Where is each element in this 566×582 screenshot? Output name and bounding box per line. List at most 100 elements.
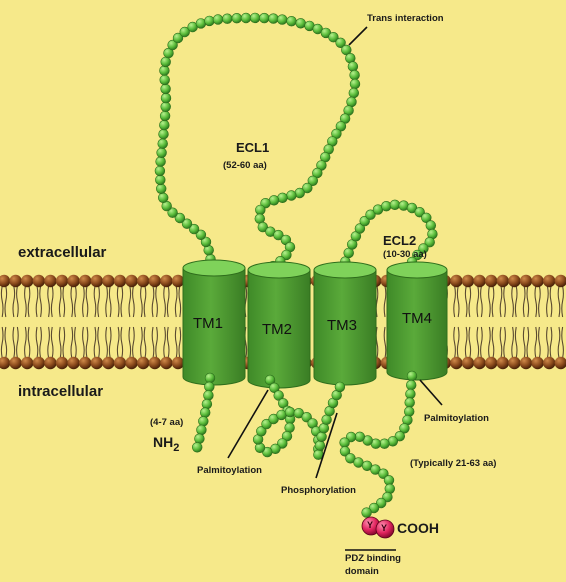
ecl1-length: (52-60 aa) — [223, 161, 267, 171]
cooh-label: COOH — [397, 521, 439, 535]
lipid-head-lower — [520, 357, 532, 369]
amino-acid-bead — [287, 191, 297, 201]
amino-acid-bead — [160, 111, 170, 121]
lipid-head-lower — [125, 357, 137, 369]
lipid-head-lower — [67, 357, 79, 369]
tm4-label: TM4 — [402, 311, 432, 326]
amino-acid-bead — [155, 175, 165, 185]
pdz-bead-2-letter: Y — [381, 524, 387, 533]
lipid-head-upper — [172, 275, 184, 287]
lipid-head-upper — [485, 275, 497, 287]
amino-acid-bead — [157, 148, 167, 158]
pdz-label-line1: PDZ binding — [345, 554, 401, 564]
amino-acid-bead — [158, 193, 168, 203]
pdz-label-line2: domain — [345, 567, 379, 577]
tm1-label: TM1 — [193, 316, 223, 331]
amino-acid-bead — [205, 16, 215, 26]
lipid-head-lower — [531, 357, 543, 369]
palmitoylation-left-label: Palmitoylation — [197, 466, 262, 476]
amino-acid-bead — [350, 79, 360, 89]
amino-acid-bead — [156, 184, 166, 194]
lipid-head-lower — [543, 357, 555, 369]
lipid-head-lower — [450, 357, 462, 369]
intracellular-label: intracellular — [18, 384, 103, 399]
amino-acid-bead — [197, 425, 207, 435]
lipid-head-lower — [44, 357, 56, 369]
nh2-subscript: 2 — [173, 442, 179, 454]
amino-acid-bead — [350, 70, 360, 80]
lipid-head-upper — [497, 275, 509, 287]
nh2-label: NH2 — [153, 435, 179, 454]
lipid-head-upper — [543, 275, 555, 287]
lipid-head-upper — [56, 275, 68, 287]
amino-acid-bead — [340, 438, 350, 448]
lipid-head-upper — [462, 275, 474, 287]
amino-acid-bead — [348, 62, 358, 72]
tm2-label: TM2 — [262, 322, 292, 337]
amino-acid-bead — [241, 13, 251, 23]
amino-acid-bead — [296, 18, 306, 28]
lipid-head-upper — [9, 275, 21, 287]
amino-acid-bead — [405, 398, 415, 408]
amino-acid-bead — [204, 391, 214, 401]
lipid-head-upper — [160, 275, 172, 287]
cylinder-top — [183, 260, 245, 276]
amino-acid-bead — [335, 382, 345, 392]
lipid-head-upper — [450, 275, 462, 287]
amino-acid-bead — [381, 201, 391, 211]
ecl2-label: ECL2 — [383, 234, 416, 247]
amino-acid-bead — [426, 221, 436, 231]
lipid-head-upper — [149, 275, 161, 287]
amino-acid-bead — [195, 434, 205, 444]
lipid-head-lower — [21, 357, 33, 369]
amino-acid-bead — [287, 16, 297, 26]
amino-acid-bead — [161, 102, 171, 112]
amino-acid-bead — [158, 139, 168, 149]
amino-acid-bead — [250, 13, 260, 23]
amino-acid-bead — [269, 14, 279, 24]
lipid-head-upper — [21, 275, 33, 287]
amino-acid-bead — [285, 407, 295, 417]
amino-acid-bead — [317, 432, 327, 442]
lipid-head-upper — [91, 275, 103, 287]
lipid-head-upper — [508, 275, 520, 287]
amino-acid-bead — [349, 88, 359, 98]
n-terminal-length-label: (4-7 aa) — [150, 418, 183, 428]
lipid-head-lower — [137, 357, 149, 369]
lipid-head-upper — [33, 275, 45, 287]
amino-acid-bead — [277, 15, 287, 25]
amino-acid-bead — [198, 416, 208, 426]
amino-acid-bead — [202, 399, 212, 409]
amino-acid-bead — [161, 57, 171, 67]
amino-acid-bead — [232, 13, 242, 23]
amino-acid-bead — [355, 432, 365, 442]
amino-acid-bead — [406, 389, 416, 399]
lipid-head-upper — [67, 275, 79, 287]
lipid-head-upper — [125, 275, 137, 287]
amino-acid-bead — [390, 200, 400, 210]
cylinder-top — [314, 262, 376, 278]
lipid-head-lower — [497, 357, 509, 369]
lipid-head-upper — [102, 275, 114, 287]
lipid-head-lower — [160, 357, 172, 369]
typical-length-label: (Typically 21-63 aa) — [410, 459, 496, 469]
lipid-head-lower — [172, 357, 184, 369]
amino-acid-bead — [404, 407, 414, 417]
extracellular-label: extracellular — [18, 245, 106, 260]
lipid-head-upper — [114, 275, 126, 287]
ecl1-label: ECL1 — [236, 141, 269, 154]
pdz-bead-1-letter: Y — [367, 521, 373, 530]
amino-acid-bead — [255, 443, 265, 453]
amino-acid-bead — [200, 408, 210, 418]
amino-acid-bead — [155, 166, 165, 176]
amino-acid-bead — [362, 508, 372, 518]
lipid-head-upper — [473, 275, 485, 287]
amino-acid-bead — [259, 13, 269, 23]
amino-acid-bead — [159, 129, 169, 139]
cylinder-top — [387, 262, 447, 278]
amino-acid-bead — [406, 380, 416, 390]
palmitoylation-right-label: Palmitoylation — [424, 414, 489, 424]
lipid-head-lower — [56, 357, 68, 369]
amino-acid-bead — [159, 120, 169, 130]
